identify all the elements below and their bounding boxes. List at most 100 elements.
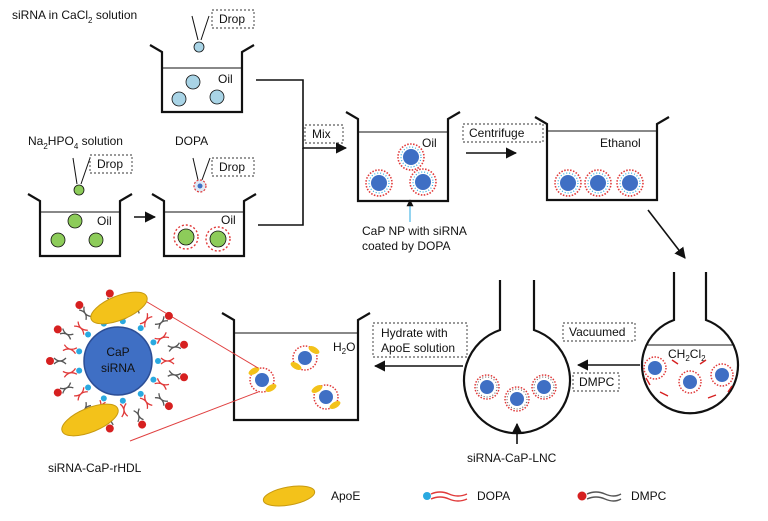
core-label-sirna: siRNA: [101, 361, 135, 375]
flask-lnc: [462, 280, 572, 435]
dmpc-head: [180, 340, 189, 349]
beaker-cap-np: Oil: [345, 111, 461, 203]
oil-label: Oil: [218, 72, 233, 86]
dopa-tail: [154, 332, 170, 344]
lnc-label: siRNA-CaP-LNC: [467, 451, 557, 465]
dmpc-head: [138, 420, 147, 429]
dopa-head: [155, 358, 161, 364]
rhdl-particle: [290, 345, 320, 371]
water-label: H2O: [333, 340, 355, 356]
beaker-dopa: Oil: [151, 193, 257, 258]
core-label-cap: CaP: [106, 345, 129, 359]
beaker-sirna-cacl2: Oil: [149, 44, 255, 114]
dmpc-head: [53, 325, 62, 334]
pipette-3: [192, 157, 211, 193]
dopa-tail: [74, 321, 88, 335]
dmpc-tail: [167, 342, 182, 352]
apoe-legend-icon: [262, 485, 316, 507]
drop-label: Drop: [97, 157, 123, 171]
dopa-head: [85, 331, 92, 338]
dmpc-molecules: [645, 359, 733, 399]
legend-dmpc: DMPC: [631, 489, 667, 503]
dopa-coated-droplet: [205, 226, 231, 252]
dopa-head: [150, 376, 157, 383]
hydrate-line1: Hydrate with: [381, 326, 448, 340]
phosphate-droplet: [88, 232, 104, 248]
dmpc-tail: [59, 328, 74, 340]
oil-label: Oil: [422, 136, 437, 150]
drop-label: Drop: [219, 12, 245, 26]
centrifuge-label: Centrifuge: [469, 126, 525, 140]
dopa-tail: [154, 378, 170, 390]
rhdl-particle: [248, 367, 277, 393]
dopa-tail: [160, 357, 175, 365]
legend: ApoE DOPA DMPC: [262, 485, 667, 507]
sirna-droplet: [185, 74, 201, 90]
dmpc-tail: [59, 382, 74, 394]
dmpc-head: [164, 402, 173, 411]
dopa-legend-icon: [423, 491, 468, 502]
dopa-head: [137, 390, 144, 397]
flask-ch2cl2: CH2Cl2: [640, 272, 740, 415]
dmpc-head: [164, 311, 173, 320]
apoe-protein: [90, 291, 148, 325]
rhdl-label: siRNA-CaP-rHDL: [48, 461, 142, 475]
dopa-head: [85, 384, 92, 391]
cap-nanoparticle: [397, 143, 425, 171]
dmpc-tail: [154, 393, 168, 406]
dmpc-tail: [79, 306, 92, 321]
drop-label: Drop: [219, 160, 245, 174]
dopa-head: [100, 395, 107, 402]
dopa-tail: [119, 402, 129, 418]
dopa-tail: [62, 344, 78, 355]
cap-nanoparticle: [365, 169, 393, 197]
dmpc-tail: [167, 370, 182, 380]
dopa-head: [76, 348, 83, 355]
lnc-particle: [504, 386, 530, 412]
mix-label: Mix: [312, 127, 331, 141]
legend-dopa: DOPA: [477, 489, 510, 503]
rhdl-particle: [311, 384, 341, 410]
sirna-droplet: [209, 89, 225, 105]
dopa-head: [119, 397, 126, 404]
dmpc-head: [53, 388, 62, 397]
dopa-head: [150, 339, 157, 346]
dmpc-head: [75, 301, 84, 310]
legend-apoe: ApoE: [331, 489, 360, 503]
dmpc-legend-icon: [577, 491, 622, 502]
sirna-droplet: [171, 91, 187, 107]
apoe-protein: [61, 403, 119, 437]
dopa-tail: [139, 313, 153, 328]
oil-label: Oil: [221, 213, 236, 227]
dmpc-head: [180, 373, 189, 382]
beaker-na2hpo4: Oil: [27, 193, 133, 258]
cap-nanoparticle: [409, 168, 437, 196]
beaker-ethanol: Ethanol: [534, 116, 670, 202]
pipette-1: [191, 15, 210, 53]
dmpc-tail: [53, 357, 67, 365]
cap-sirna-core: [83, 326, 153, 396]
cap-nanoparticle: [554, 169, 582, 197]
cap-np-caption-line2: coated by DOPA: [362, 239, 451, 253]
dmpc-tail: [133, 408, 144, 423]
dopa-tail: [62, 367, 78, 378]
cap-nanoparticle: [616, 169, 644, 197]
dmpc-head: [105, 424, 114, 433]
dopa-tail: [139, 394, 153, 409]
sirna-cacl2-label: siRNA in CaCl2 solution: [12, 8, 137, 25]
dopa-coated-droplet: [173, 224, 199, 250]
dmpc-box-label: DMPC: [579, 375, 615, 389]
beaker-water-rhdl: H2O: [221, 312, 371, 422]
cap-nanoparticle: [584, 169, 612, 197]
na2hpo4-label: Na2HPO4 solution: [28, 134, 123, 151]
dmpc-tail: [154, 316, 168, 329]
vacuumed-label: Vacuumed: [569, 325, 625, 339]
cap-nanoparticle: [710, 363, 734, 387]
dopa-label: DOPA: [175, 134, 208, 148]
dopa-head: [76, 367, 83, 374]
oil-label: Oil: [97, 214, 112, 228]
dopa-head: [137, 325, 144, 332]
rhdl-zoom-illustration: CaP siRNA: [46, 289, 189, 437]
dmpc-head: [105, 289, 114, 298]
